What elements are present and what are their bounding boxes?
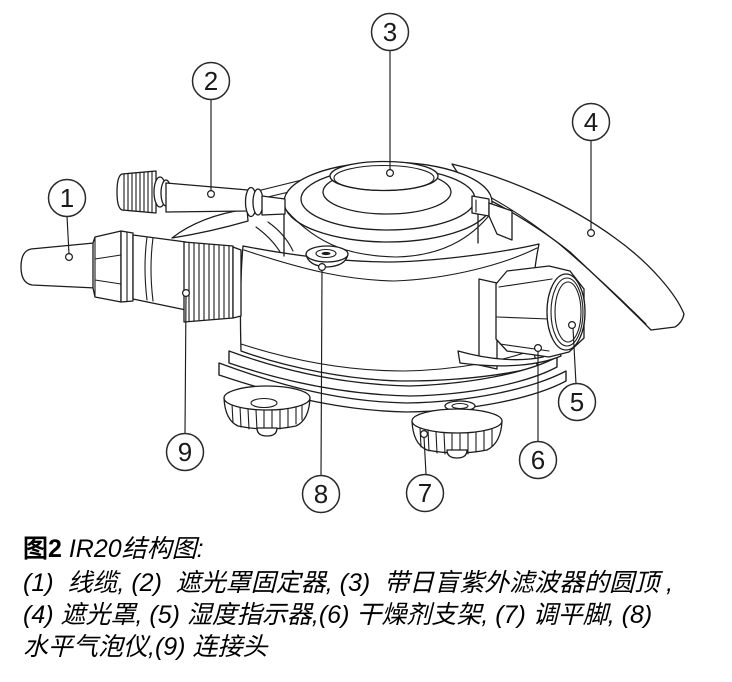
figure-caption: 图2 IR20结构图: (1) 线缆, (2) 遮光罩固定器, (3) 带日盲紫… bbox=[23, 533, 723, 663]
callout-number: 8 bbox=[314, 479, 328, 509]
shield-fixing-rod bbox=[116, 170, 286, 218]
figure-title: IR20结构图: bbox=[61, 535, 204, 563]
callout-circle bbox=[165, 432, 205, 472]
callout-4: 4 bbox=[571, 102, 611, 238]
callout-leader-line bbox=[66, 215, 70, 255]
rod-shaft bbox=[165, 182, 249, 213]
callout-circle bbox=[47, 178, 87, 218]
callout-circle bbox=[518, 440, 558, 480]
callout-number: 9 bbox=[178, 437, 192, 467]
callout-number: 4 bbox=[584, 107, 598, 137]
callout-target-dot bbox=[586, 229, 595, 238]
cable bbox=[20, 242, 97, 289]
caption-title-line: 图2 IR20结构图: bbox=[23, 533, 723, 565]
figure-label: 图2 bbox=[23, 535, 62, 563]
callout-target-dot bbox=[182, 289, 191, 298]
leveling-feet bbox=[223, 385, 503, 459]
callout-target-dot bbox=[207, 190, 216, 199]
callout-circle bbox=[191, 61, 231, 101]
caption-parts-line-1: (1) 线缆, (2) 遮光罩固定器, (3) 带日盲紫外滤波器的圆顶 , bbox=[23, 569, 674, 597]
caption-parts-line-2: (4) 遮光罩, (5) 湿度指示器,(6) 干燥剂支架, (7) 调平脚, (… bbox=[23, 601, 653, 629]
callout-5: 5 bbox=[557, 321, 597, 422]
callout-leader-line bbox=[184, 295, 187, 435]
callout-1: 1 bbox=[47, 178, 87, 262]
bubble-level bbox=[305, 245, 349, 268]
callout-number: 6 bbox=[531, 445, 545, 475]
caption-parts-line-3: 水平气泡仪,(9) 连接头 bbox=[23, 633, 268, 661]
ir20-line-drawing: 1 2 3 4 56 7 8 9 bbox=[20, 12, 685, 514]
callout-circle bbox=[557, 382, 597, 422]
callout-number: 1 bbox=[60, 183, 74, 213]
callout-8: 8 bbox=[301, 263, 341, 514]
callout-2: 2 bbox=[191, 61, 231, 199]
callout-9: 9 bbox=[165, 289, 205, 472]
callout-number: 7 bbox=[418, 478, 432, 508]
callout-target-dot bbox=[567, 321, 576, 330]
callout-7: 7 bbox=[405, 430, 445, 513]
callouts: 1 2 3 4 56 7 8 9 bbox=[47, 12, 611, 514]
callout-6: 6 bbox=[518, 344, 558, 480]
callout-target-dot bbox=[64, 253, 73, 262]
callout-circle bbox=[370, 12, 410, 52]
callout-leader-line bbox=[423, 436, 427, 475]
callout-circle bbox=[405, 473, 445, 513]
callout-3: 3 bbox=[370, 12, 410, 178]
cable-assembly bbox=[20, 230, 242, 323]
callout-target-dot bbox=[318, 263, 327, 272]
callout-circle bbox=[301, 474, 341, 514]
callout-target-dot bbox=[420, 430, 429, 439]
callout-number: 5 bbox=[570, 387, 584, 417]
base-flange bbox=[218, 350, 567, 413]
sun-shield bbox=[171, 163, 685, 331]
callout-number: 2 bbox=[204, 66, 218, 96]
callout-number: 3 bbox=[383, 17, 397, 47]
desiccant-bracket bbox=[478, 278, 498, 370]
callout-target-dot bbox=[386, 169, 395, 178]
dome-assembly bbox=[283, 160, 513, 258]
humidity-indicator-assembly bbox=[457, 265, 586, 370]
callout-target-dot bbox=[533, 344, 542, 353]
humidity-indicator-window bbox=[546, 273, 586, 351]
callout-leader-line bbox=[572, 327, 577, 385]
callout-leader-line bbox=[320, 269, 323, 476]
callout-circle bbox=[571, 102, 611, 142]
